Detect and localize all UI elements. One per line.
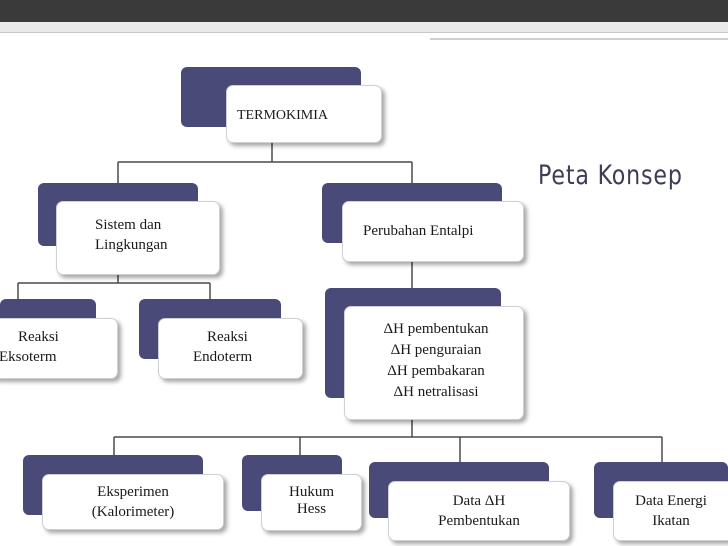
data-energi-node-line2: Ikatan [652,513,690,529]
top-light-band [0,22,728,33]
endoterm-node: Reaksi Endoterm [158,318,303,379]
data-dh-node-line2: Pembentukan [438,513,520,529]
sistem-node-line2: Lingkungan [95,237,168,253]
data-dh-node: Data ΔH Pembentukan [388,481,570,541]
eksperimen-node-line1: Eksperimen [97,484,169,500]
data-energi-node-line1: Data Energi [635,493,707,509]
entalpi-node-line1: ΔH pembentukan [383,321,489,337]
entalpi-node: ΔH pembentukan ΔH penguraian ΔH pembakar… [344,306,524,420]
endoterm-node-line1: Reaksi [207,329,248,345]
sistem-node-line1: Sistem dan [95,217,162,233]
eksoterm-node-line2: Eksoterm [0,349,57,365]
perubahan-node: Perubahan Entalpi [342,201,524,262]
entalpi-node-line3: ΔH pembakaran [387,363,485,379]
hess-node-line1: Hukum [289,484,334,500]
eksoterm-node-line1: Reaksi [18,329,59,345]
sistem-node: Sistem dan Lingkungan [56,201,220,275]
data-energi-node: Data Energi Ikatan [613,481,728,541]
eksperimen-node-line2: (Kalorimeter) [91,504,175,520]
entalpi-node-line4: ΔH netralisasi [393,384,479,400]
eksperimen-node: Eksperimen (Kalorimeter) [42,474,224,530]
eksoterm-node: Reaksi Eksoterm [0,318,118,379]
top-accent-line [430,38,728,40]
slide-title: Peta Konsep [538,160,683,191]
data-dh-node-line1: Data ΔH [452,493,506,509]
top-dark-bar [0,0,728,22]
root-node: TERMOKIMIA [226,85,382,143]
endoterm-node-line2: Endoterm [193,349,253,365]
perubahan-node-label: Perubahan Entalpi [363,223,474,239]
root-node-label: TERMOKIMIA [237,108,328,123]
entalpi-node-line2: ΔH penguraian [390,342,482,358]
hess-node: Hukum Hess [261,474,362,531]
hess-node-line2: Hess [296,501,327,517]
